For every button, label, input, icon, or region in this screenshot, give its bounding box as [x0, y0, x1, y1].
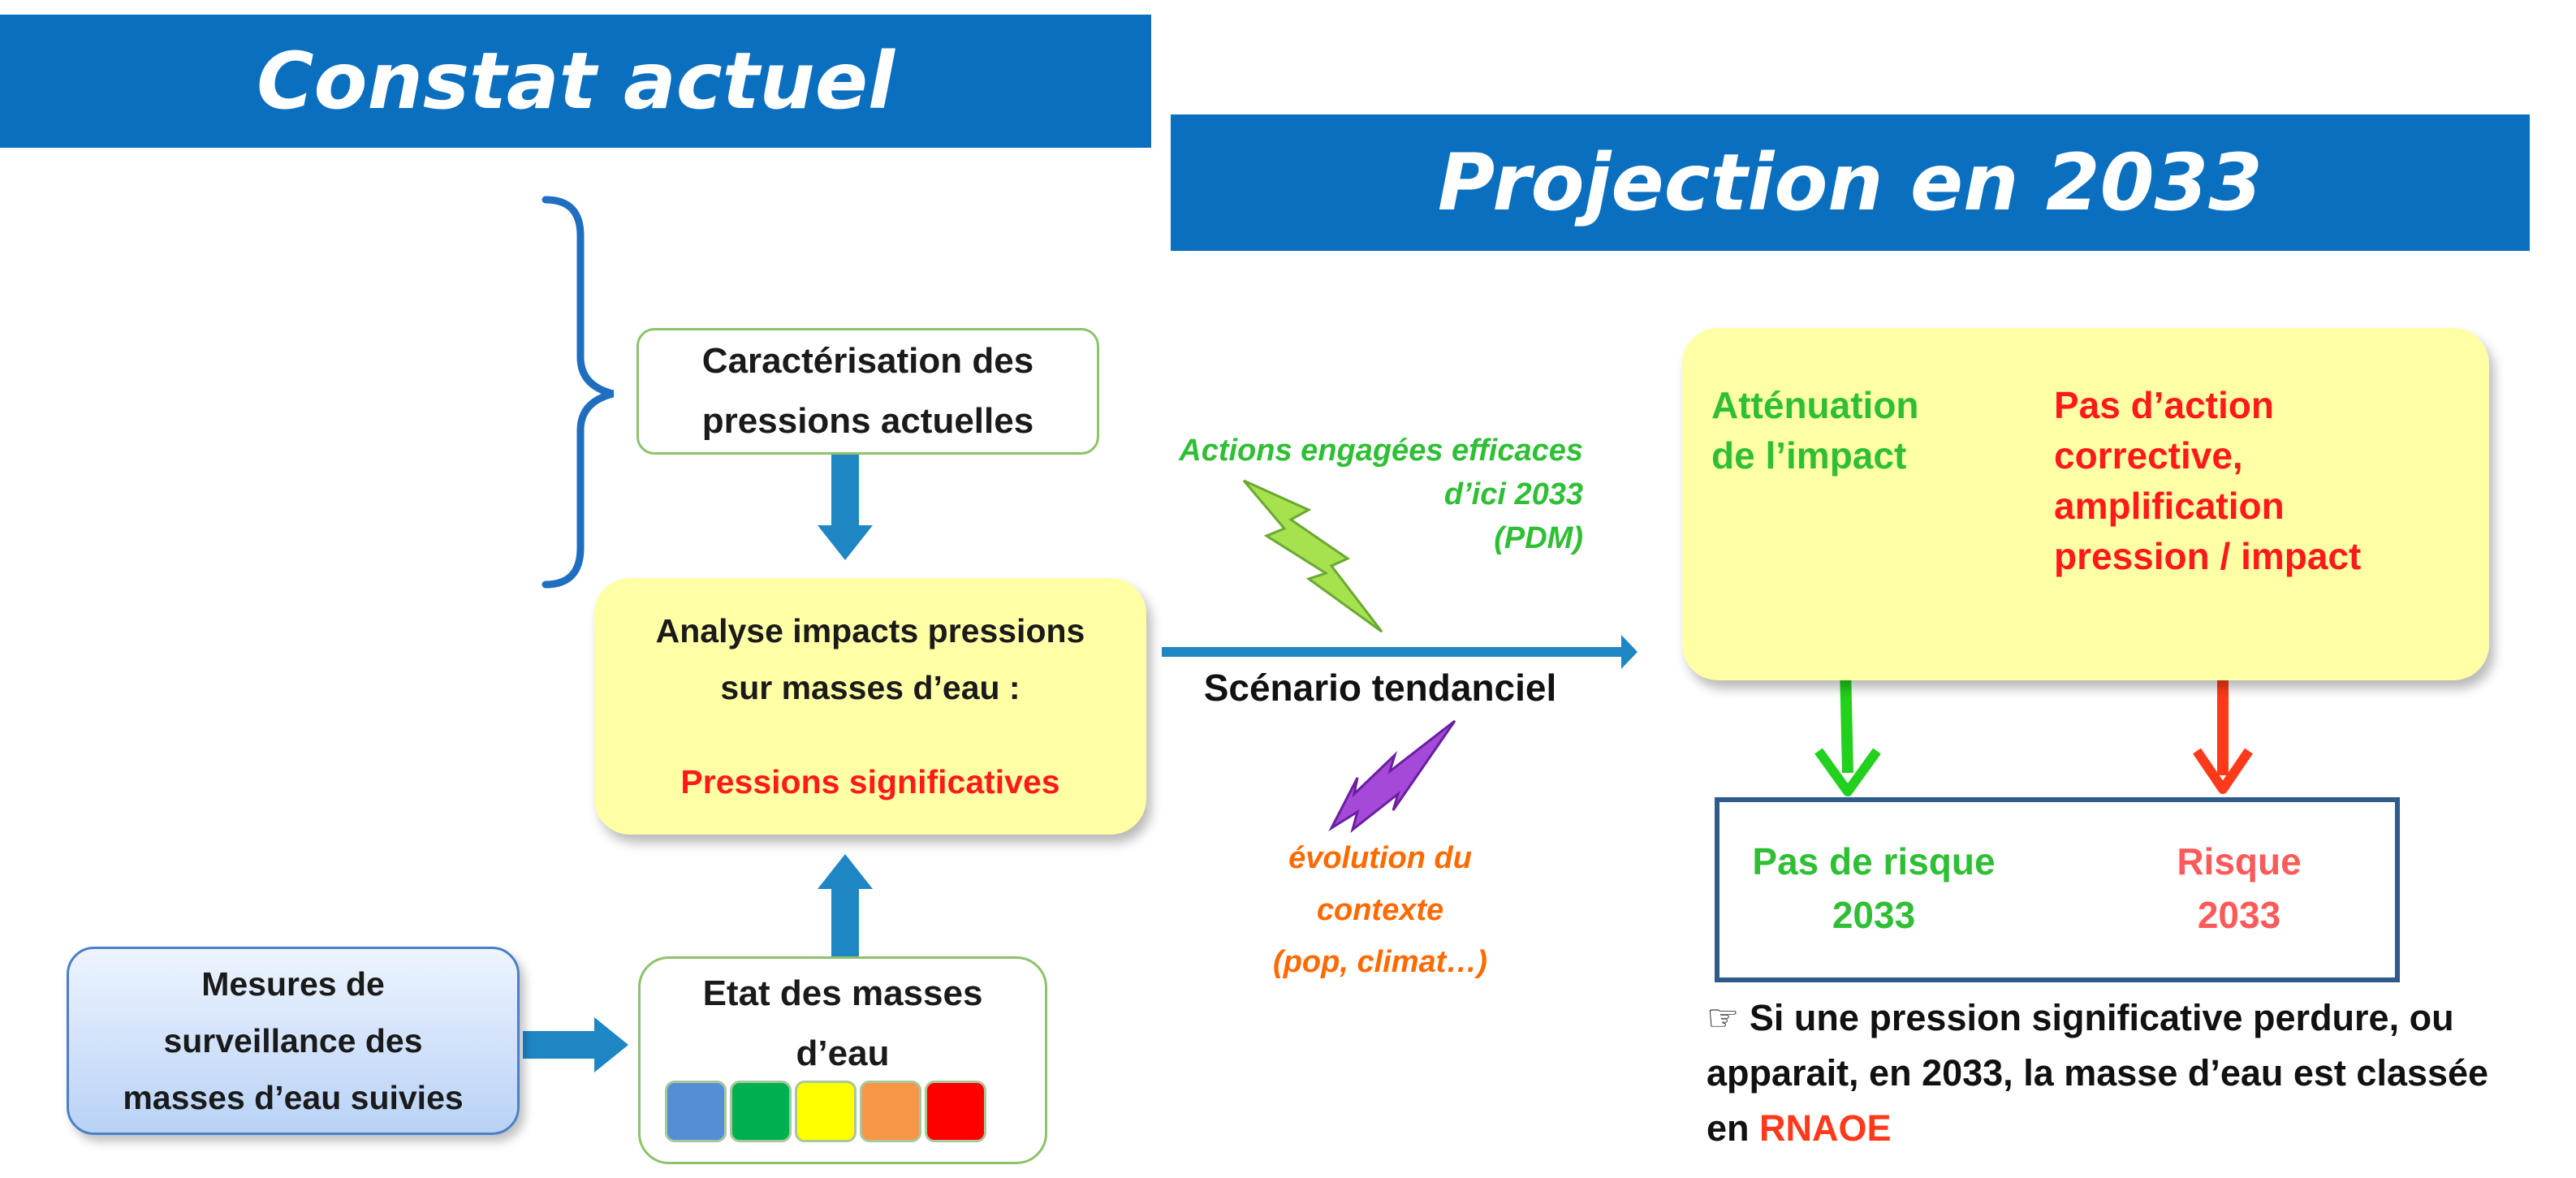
evolution-line-1: évolution du [1288, 841, 1472, 875]
etat-line-2: d’eau [796, 1033, 890, 1073]
no-action-line-3: amplification [2054, 485, 2285, 527]
status-chip-orange [860, 1081, 921, 1142]
arrow-mesures-to-etat-head [594, 1017, 628, 1072]
etat-line-1: Etat des masses [702, 973, 983, 1013]
no-risk-line-2: 2033 [1832, 894, 1916, 936]
arrow-caracterisation-to-analyse-head [818, 525, 873, 560]
projection-box: Atténuation de l’impact Pas d’action cor… [1682, 328, 2489, 680]
arrow-mesures-to-etat-shaft [523, 1031, 596, 1059]
mesures-line-3: masses d’eau suivies [123, 1079, 464, 1116]
no-action-line-4: pression / impact [2054, 535, 2362, 577]
arrow-etat-to-analyse-head [818, 854, 873, 889]
note-line-2: apparait, en 2033, la masse d’eau est cl… [1707, 1052, 2489, 1094]
no-action-label: Pas d’action corrective, amplification p… [2054, 380, 2361, 581]
actions-line-2: d’ici 2033 [1443, 477, 1583, 511]
mesures-text: Mesures de surveillance des masses d’eau… [123, 956, 463, 1126]
caracterisation-line-1: Caractérisation des [701, 341, 1034, 381]
attenuation-line-2: de l’impact [1711, 434, 1907, 477]
etat-masses-eau-box: Etat des masses d’eau [638, 956, 1047, 1164]
banner-constat-actuel: Constat actuel [0, 15, 1151, 148]
arrow-attenuation-head [1814, 748, 1881, 796]
risk-outcome-box: Pas de risque 2033 Risque 2033 [1715, 797, 2400, 982]
evolution-line-3: (pop, climat…) [1273, 945, 1487, 979]
note-line-1-text: Si une pression significative perdure, o… [1749, 997, 2454, 1038]
scenario-tendanciel-label: Scénario tendanciel [1203, 667, 1557, 709]
actions-engagees-label: Actions engagées efficaces d’ici 2033 (P… [1104, 429, 1583, 560]
pointing-hand-icon: ☞ [1707, 997, 1740, 1038]
arrow-scenario-head [1621, 635, 1638, 669]
analyse-impacts-box: Analyse impacts pressions sur masses d’e… [594, 578, 1146, 835]
mesures-surveillance-box: Mesures de surveillance des masses d’eau… [67, 947, 520, 1135]
rnaoe-note: ☞ Si une pression significative perdure,… [1707, 990, 2567, 1156]
no-risk-label: Pas de risque 2033 [1736, 835, 2012, 942]
note-line-3: en RNAOE [1707, 1101, 2567, 1156]
banner-projection-title: Projection en 2033 [1437, 137, 2263, 228]
attenuation-line-1: Atténuation [1711, 384, 1919, 426]
lightning-purple-icon [1328, 719, 1456, 833]
note-line-1: ☞ Si une pression significative perdure,… [1707, 990, 2567, 1046]
analyse-line-2: sur masses d’eau : [720, 669, 1020, 706]
mesures-line-1: Mesures de [201, 965, 385, 1003]
actions-line-1: Actions engagées efficaces [1179, 434, 1583, 468]
evolution-contexte-label: évolution du contexte (pop, climat…) [1218, 832, 1543, 988]
note-line-3-text: en [1707, 1107, 1760, 1149]
arrow-no-action-head [2193, 748, 2253, 794]
banner-constat-actuel-title: Constat actuel [257, 36, 895, 127]
lightning-green-icon [1242, 479, 1383, 633]
status-color-scale [665, 1081, 990, 1146]
mesures-line-2: surveillance des [163, 1022, 423, 1059]
arrow-caracterisation-to-analyse-shaft [831, 452, 859, 527]
risk-line-1: Risque [2177, 840, 2302, 882]
pressions-significatives-label: Pressions significatives [680, 763, 1060, 800]
caracterisation-box: Caractérisation des pressions actuelles [636, 328, 1099, 455]
attenuation-label: Atténuation de l’impact [1711, 380, 1919, 481]
no-action-line-1: Pas d’action [2054, 384, 2274, 426]
no-risk-line-1: Pas de risque [1752, 840, 1996, 882]
evolution-line-2: contexte [1316, 893, 1444, 927]
banner-projection-2033: Projection en 2033 [1171, 114, 2530, 251]
arrow-scenario-shaft [1162, 647, 1625, 657]
status-chip-red [925, 1081, 986, 1142]
actions-line-3: (PDM) [1494, 521, 1583, 555]
caracterisation-line-2: pressions actuelles [701, 401, 1034, 441]
risk-line-2: 2033 [2197, 894, 2281, 936]
status-chip-green [730, 1081, 792, 1142]
status-chip-blue [665, 1081, 727, 1142]
status-chip-yellow [795, 1081, 857, 1142]
risk-label: Risque 2033 [2117, 835, 2361, 942]
rnaoe-highlight: RNAOE [1759, 1107, 1892, 1149]
analyse-line-1: Analyse impacts pressions [655, 612, 1085, 649]
arrow-etat-to-analyse-shaft [831, 888, 859, 956]
no-action-line-2: corrective, [2054, 434, 2243, 477]
curly-brace [542, 196, 615, 589]
